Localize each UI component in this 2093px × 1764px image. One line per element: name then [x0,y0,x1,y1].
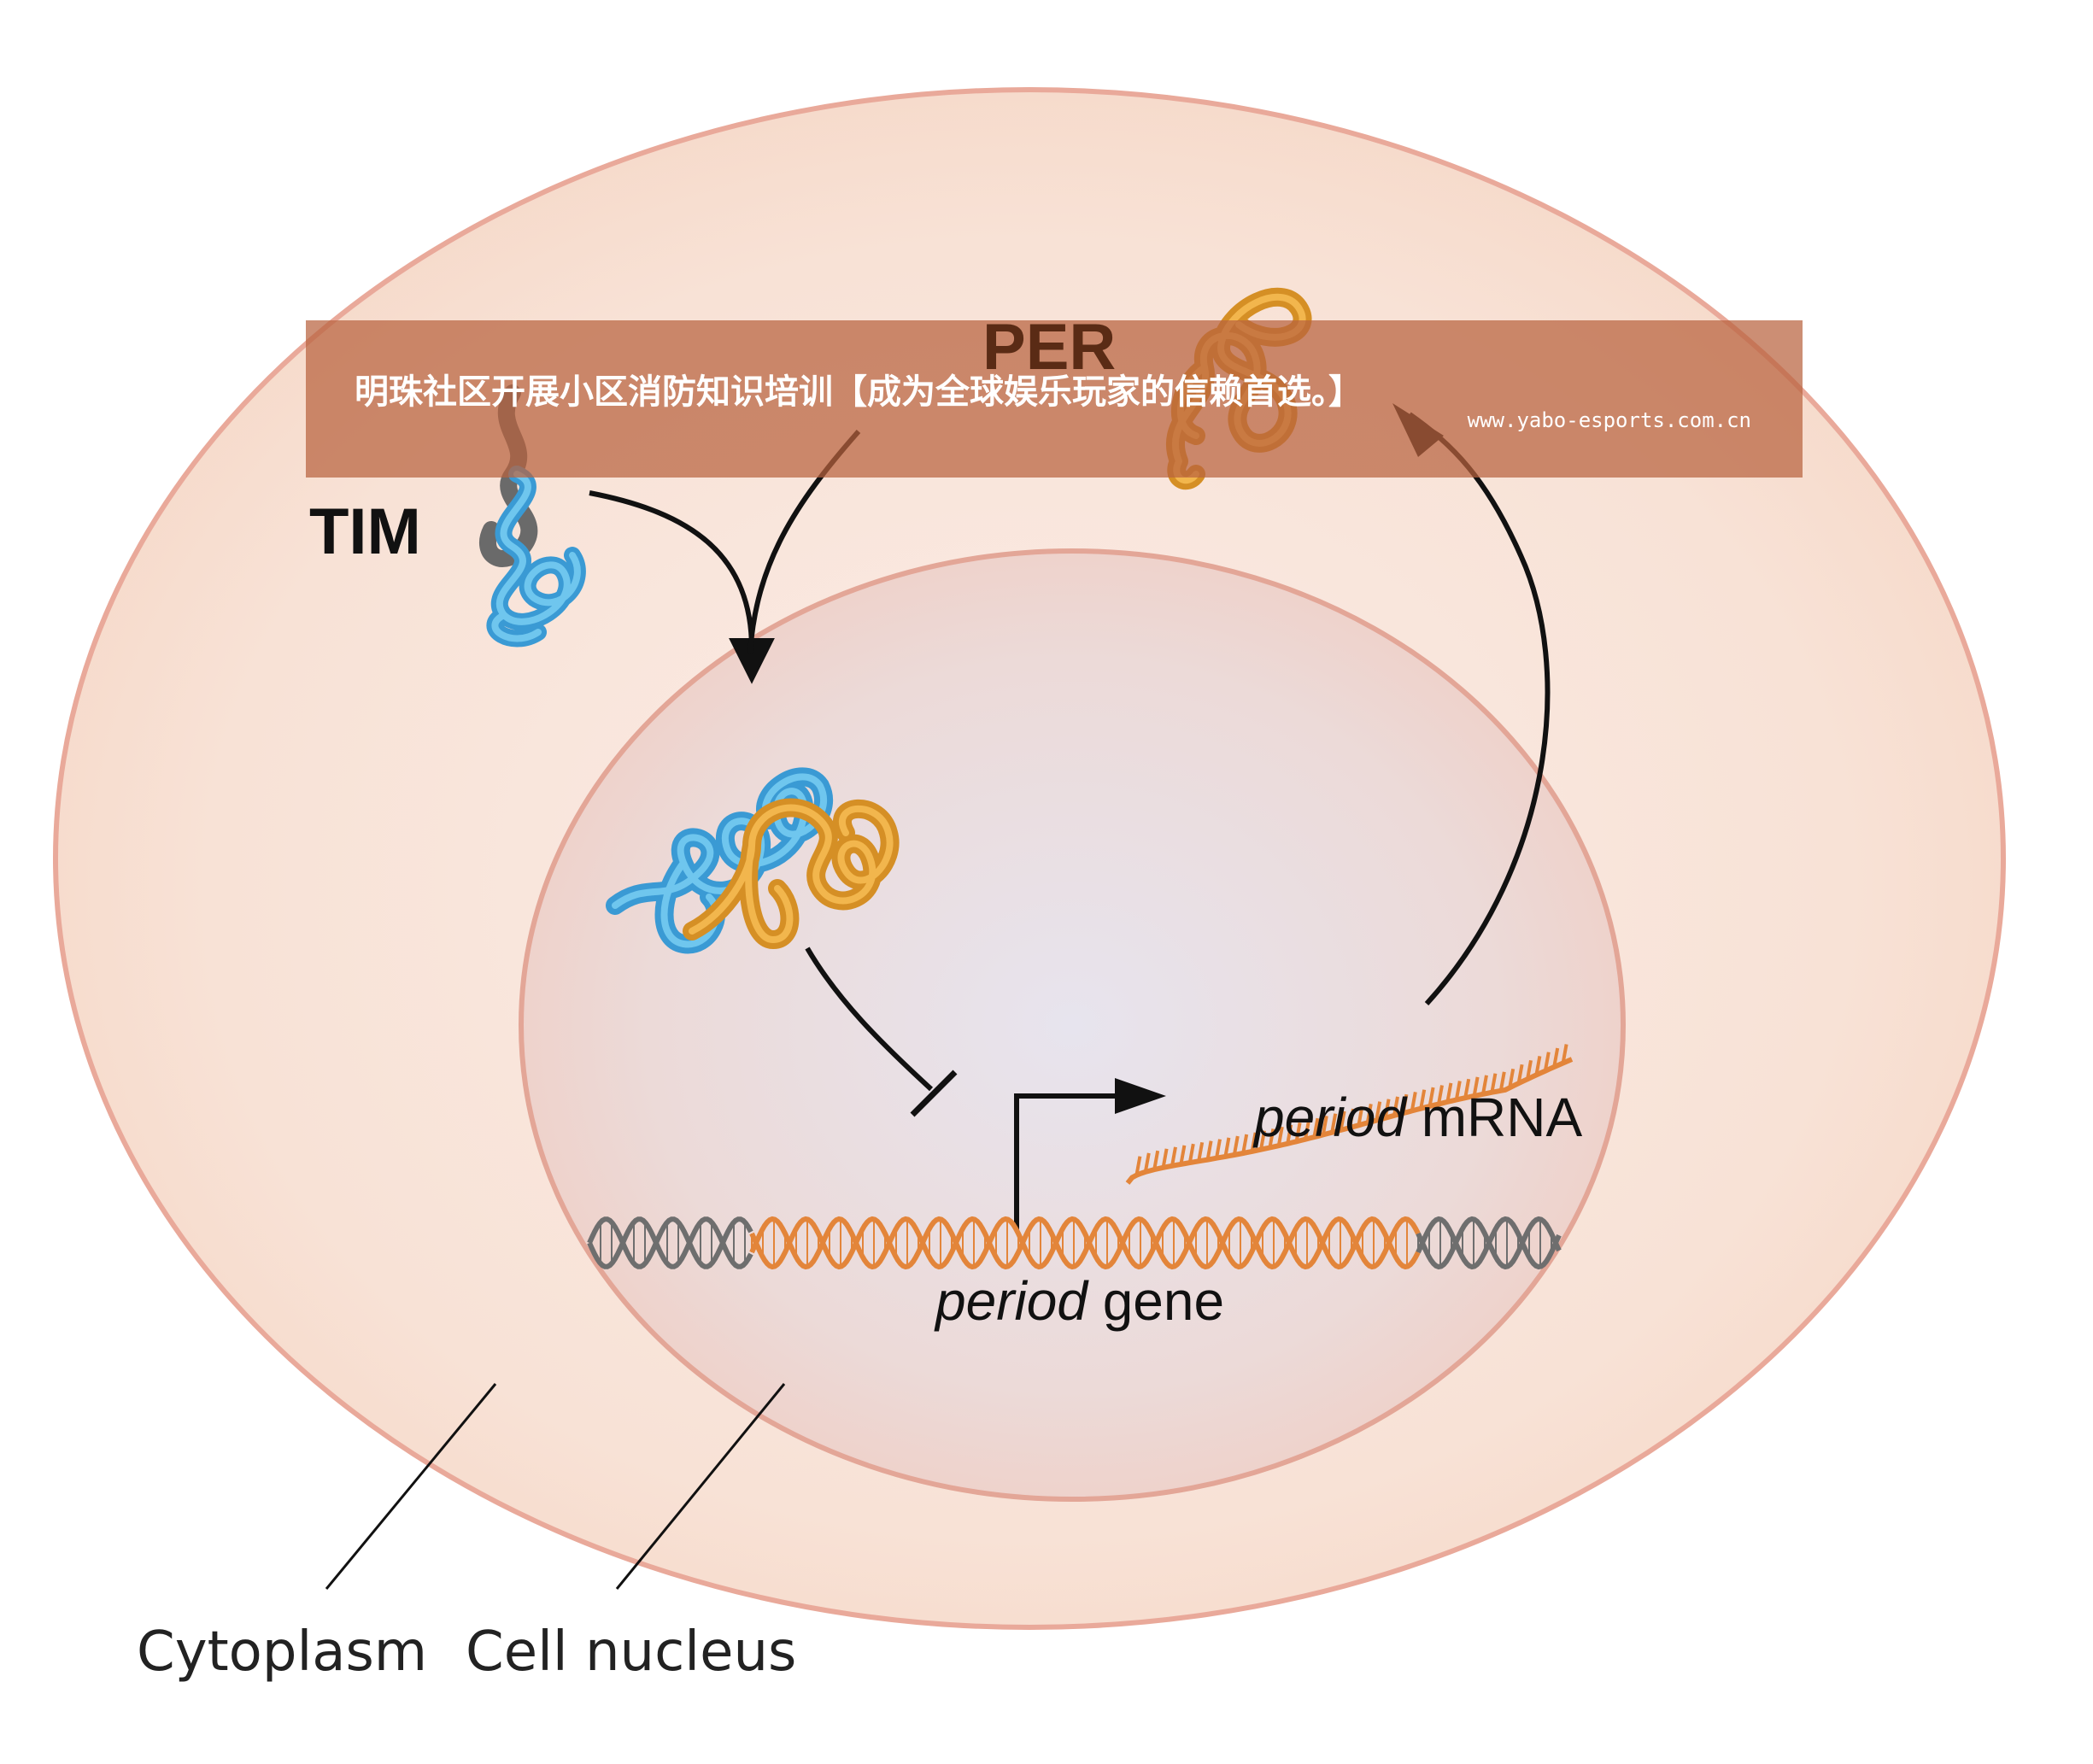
mrna-base [1197,1141,1205,1162]
mrna-base [1161,1148,1169,1169]
mrna-base [1304,1120,1310,1140]
banner-url: www.yabo-esports.com.cn [1468,408,1751,432]
per-label: PER [982,311,1116,384]
mrna-base [1463,1078,1471,1099]
mrna-label: period mRNA [1252,1087,1582,1148]
mrna-base [1286,1124,1293,1145]
banner-background [306,320,1803,478]
mrna-base [1179,1145,1187,1165]
transcription-start-arrow [1014,1078,1166,1230]
nucleus-pointer-line [615,1383,786,1590]
dna-helix-icon [587,1216,1562,1270]
mrna-base [1516,1064,1524,1084]
mrna-base [1490,1073,1498,1093]
mrna-base [1143,1152,1151,1173]
mrna-base [1437,1085,1444,1105]
mrna-base [1410,1092,1417,1111]
mrna-base [1508,1068,1516,1088]
mrna-base [1472,1076,1480,1097]
mrna-base [1428,1087,1435,1107]
mrna-base [1152,1150,1160,1170]
mrna-base [1481,1075,1488,1095]
dna-strand [749,1216,1421,1270]
mrna-base [1215,1139,1222,1159]
mrna-base [1276,1126,1284,1146]
nucleus-label: Cell nucleus [466,1620,796,1684]
mrna-base [1232,1135,1240,1156]
mrna-base [1526,1059,1533,1080]
gene-label: period gene [934,1270,1224,1332]
mrna-base [1401,1093,1409,1114]
mrna-base [1498,1071,1506,1092]
banner-title: 明珠社区开展小区消防知识培训【成为全球娱乐玩家的信赖首选。】 [355,372,1363,412]
mrna-base [1543,1052,1551,1072]
mrna-base [1134,1156,1142,1176]
mrna-base [1241,1134,1249,1154]
dna-strand [587,1216,753,1269]
mrna-base [1383,1099,1391,1119]
dna-strand [1416,1216,1562,1270]
mrna-base [1250,1132,1258,1152]
mrna-base [1392,1096,1399,1116]
inhibition-arrow [805,946,958,1117]
mrna-base [1187,1143,1195,1163]
mrna-base [1454,1081,1462,1100]
mrna-base [1170,1146,1177,1167]
mrna-base [1259,1130,1266,1151]
mrna-base [1339,1111,1346,1131]
mrna-base [1268,1128,1275,1148]
mrna-base [1223,1137,1231,1157]
mrna-base [1561,1044,1568,1064]
per-tim-complex-icon [606,767,900,954]
cytoplasm-pointer-line [325,1383,497,1590]
mrna-base [1330,1113,1338,1134]
mrna-base [1445,1082,1453,1103]
cell-nucleus [519,548,1626,1502]
mrna-base [1312,1117,1320,1138]
dna-strand [749,1216,1421,1270]
mrna-base [1348,1108,1355,1128]
mrna-base [1321,1116,1328,1135]
mrna-strand-icon [1125,1044,1574,1185]
mrna-base [1365,1104,1373,1123]
mrna-base [1534,1056,1542,1075]
mrna-base [1205,1140,1213,1160]
mrna-base [1294,1122,1302,1142]
mrna-base [1375,1101,1382,1121]
mrna-base [1419,1089,1427,1110]
tim-label: TIM [309,495,421,568]
mrna-base [1552,1047,1560,1068]
cytoplasm-label: Cytoplasm [137,1620,427,1684]
mrna-base [1357,1105,1364,1126]
